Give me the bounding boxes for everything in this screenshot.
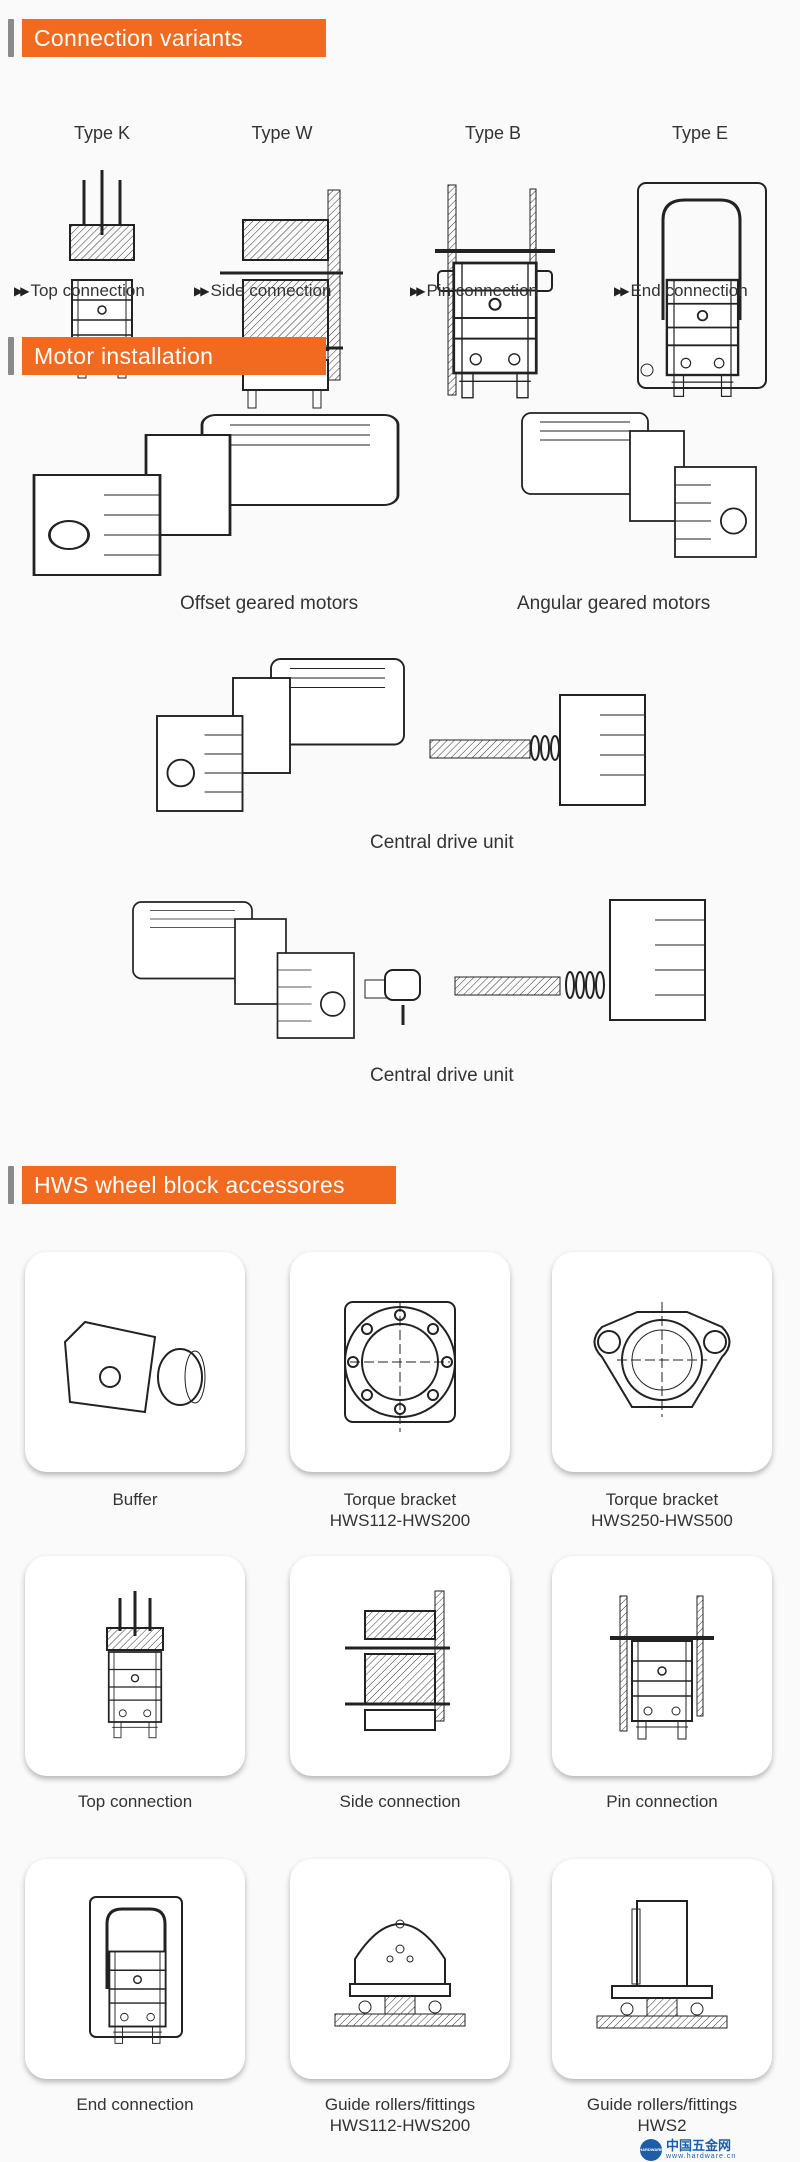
angular-geared-motors-label: Angular geared motors [517, 593, 711, 614]
torque-bracket-large-card[interactable] [552, 1252, 772, 1472]
top-connection-drawing [106, 1591, 164, 1739]
type-e-label: Type E [671, 123, 729, 143]
guide-rollers-small-card[interactable] [290, 1859, 510, 2079]
central-drive-unit-label-2: Central drive unit [370, 1065, 514, 1086]
type-k-label: Type K [73, 123, 131, 143]
header-grip [8, 337, 14, 375]
end-connection-caption: ▶▶End connection [614, 281, 748, 300]
double-arrow-icon: ▶▶ [614, 284, 630, 298]
torque-bracket-large-drawing [593, 1302, 731, 1417]
torque-bracket-small-drawing [344, 1301, 456, 1432]
side-connection-caption: ▶▶Side connection [194, 281, 332, 300]
section-title: Motor installation [22, 337, 326, 375]
top-connection-card[interactable] [25, 1556, 245, 1776]
type-e-drawing [637, 182, 767, 398]
watermark-url: www.hardware.cn [666, 2152, 737, 2160]
offset-geared-motors-label: Offset geared motors [180, 593, 359, 614]
section-title: HWS wheel block accessores [22, 1166, 396, 1204]
buffer-card[interactable] [25, 1252, 245, 1472]
double-arrow-icon: ▶▶ [410, 284, 426, 298]
type-b-drawing [435, 184, 555, 400]
guide-rollers-large-card[interactable] [552, 1859, 772, 2079]
pin-connection-card-caption: Pin connection [606, 1792, 718, 1811]
pin-connection-caption: ▶▶Pin connection [410, 281, 538, 300]
end-connection-drawing [89, 1896, 183, 2045]
pin-connection-card[interactable] [552, 1556, 772, 1776]
section-title: Connection variants [22, 19, 326, 57]
side-connection-drawing [345, 1590, 450, 1731]
buffer-drawing [63, 1320, 206, 1414]
double-arrow-icon: ▶▶ [14, 284, 30, 298]
header-grip [8, 19, 14, 57]
central-drive-unit-drawing-2 [132, 899, 706, 1039]
guide-rollers-large-drawing [596, 1900, 728, 2029]
torque-bracket-small-card[interactable] [290, 1252, 510, 1472]
angular-geared-motor-drawing [521, 412, 757, 558]
end-connection-card-caption: End connection [76, 2095, 194, 2114]
section-header-motor-installation: Motor installation [8, 337, 326, 375]
top-connection-card-caption: Top connection [77, 1792, 193, 1811]
globe-icon: HARDWARE [640, 2138, 662, 2161]
pin-connection-drawing [610, 1595, 714, 1741]
side-connection-card[interactable] [290, 1556, 510, 1776]
end-connection-card[interactable] [25, 1859, 245, 2079]
double-arrow-icon: ▶▶ [194, 284, 210, 298]
side-connection-card-caption: Side connection [339, 1792, 461, 1811]
type-k-drawing [69, 170, 135, 380]
section-header-connection-variants: Connection variants [8, 19, 326, 57]
top-connection-caption: ▶▶Top connection [14, 281, 145, 300]
central-drive-unit-label-1: Central drive unit [370, 832, 514, 853]
type-w-label: Type W [251, 123, 313, 143]
section-header-accessories: HWS wheel block accessores [8, 1166, 396, 1204]
offset-geared-motor-drawing [32, 413, 400, 577]
header-grip [8, 1166, 14, 1204]
central-drive-unit-drawing-1 [155, 657, 646, 813]
watermark-name: 中国五金网 [666, 2137, 732, 2153]
guide-rollers-small-drawing [334, 1919, 466, 2027]
buffer-caption: Buffer [112, 1490, 158, 1509]
type-b-label: Type B [464, 123, 522, 143]
